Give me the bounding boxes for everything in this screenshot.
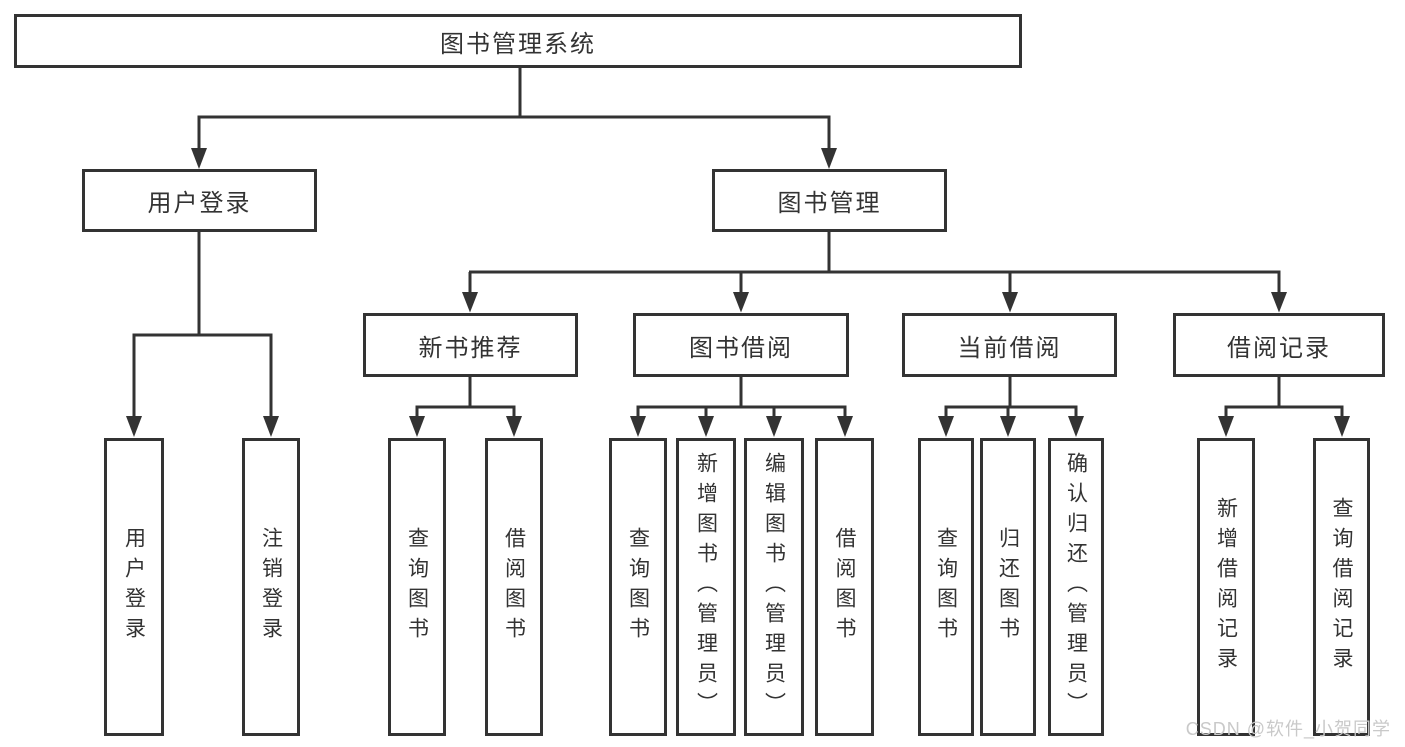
node-label: 图书管理系统 (440, 30, 596, 58)
node-label: 用户登录 (147, 190, 252, 217)
node-label: 当前借阅 (957, 334, 1062, 362)
node-label: 用户登录 (122, 527, 146, 647)
node-label: 借阅图书 (833, 527, 857, 647)
node-borrowing-records: 借阅记录 (1173, 313, 1385, 377)
node-label: 新增图书（管理员） (694, 452, 718, 722)
node-label: 借阅图书 (502, 527, 526, 647)
node-label: 查询借阅记录 (1330, 497, 1354, 677)
node-new-book-recommendation: 新书推荐 (363, 313, 578, 377)
node-label: 确认归还（管理员） (1064, 452, 1088, 722)
node-label: 图书管理 (777, 190, 882, 217)
node-label: 查询图书 (626, 527, 650, 647)
leaf-user-login: 用户登录 (104, 438, 164, 736)
leaf-return-books: 归还图书 (980, 438, 1036, 736)
csdn-watermark: CSDN @软件_小贺同学 (1185, 719, 1391, 739)
leaf-edit-books-admin: 编辑图书（管理员） (744, 438, 804, 736)
leaf-add-books-admin: 新增图书（管理员） (676, 438, 736, 736)
leaf-borrow-books-recommend: 借阅图书 (485, 438, 543, 736)
leaf-confirm-return-admin: 确认归还（管理员） (1048, 438, 1104, 736)
node-book-borrowing: 图书借阅 (633, 313, 849, 377)
node-current-borrowing: 当前借阅 (902, 313, 1117, 377)
node-label: 新书推荐 (418, 334, 523, 362)
node-label: 借阅记录 (1227, 334, 1331, 362)
node-library-management-system: 图书管理系统 (14, 14, 1022, 68)
leaf-add-borrow-record: 新增借阅记录 (1197, 438, 1255, 736)
leaf-logout: 注销登录 (242, 438, 300, 736)
leaf-borrow-books: 借阅图书 (815, 438, 874, 736)
node-book-management: 图书管理 (712, 169, 947, 232)
leaf-query-borrow-record: 查询借阅记录 (1313, 438, 1370, 736)
node-label: 注销登录 (259, 527, 283, 647)
node-label: 归还图书 (996, 527, 1020, 647)
node-label: 查询图书 (405, 527, 429, 647)
leaf-query-books-borrowing: 查询图书 (609, 438, 667, 736)
node-label: 图书借阅 (689, 334, 793, 362)
node-label: 查询图书 (934, 527, 958, 647)
node-label: 新增借阅记录 (1214, 497, 1238, 677)
node-user-login-branch: 用户登录 (82, 169, 317, 232)
leaf-query-books-recommend: 查询图书 (388, 438, 446, 736)
node-label: 编辑图书（管理员） (762, 452, 786, 722)
leaf-query-books-current: 查询图书 (918, 438, 974, 736)
